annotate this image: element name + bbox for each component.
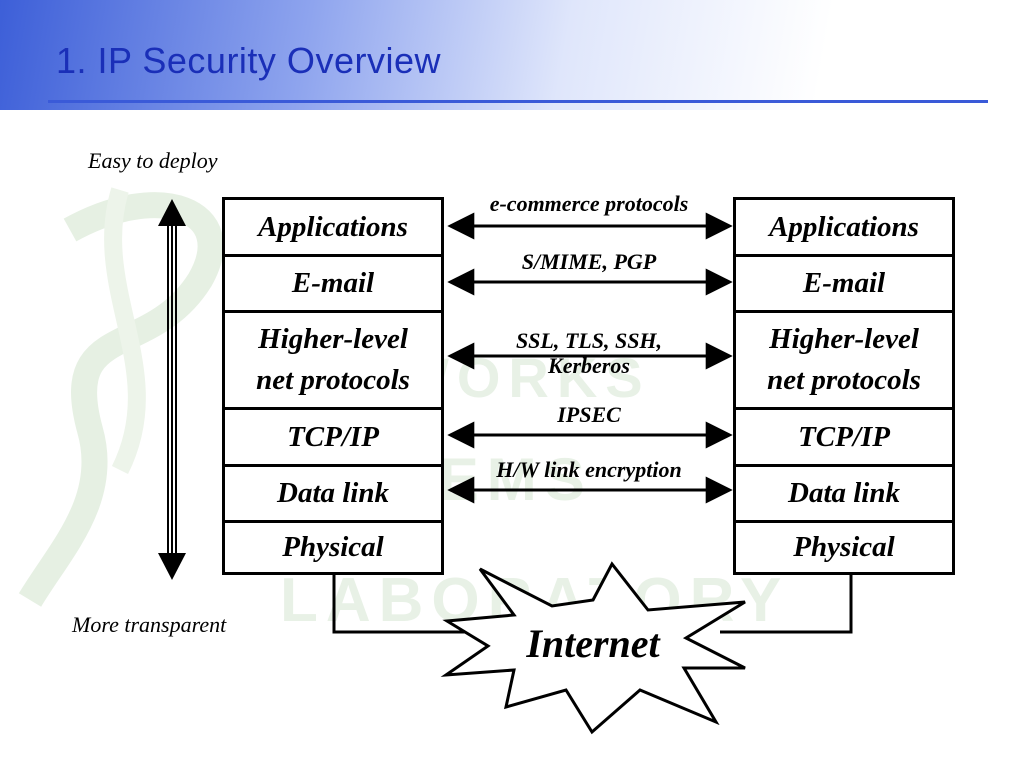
stack-layer-email: E-mail	[736, 257, 952, 313]
stack-layer-tcpip: TCP/IP	[736, 410, 952, 467]
right-internet-connector	[720, 575, 853, 634]
protocol-label-hw-link: H/W link encryption	[496, 457, 682, 482]
stack-layer-higher-level: Higher-level net protocols	[225, 313, 441, 410]
stack-layer-applications: Applications	[225, 200, 441, 257]
protocol-label-smime-pgp: S/MIME, PGP	[521, 249, 657, 274]
left-internet-connector	[332, 575, 472, 634]
stack-layer-data-link: Data link	[225, 467, 441, 523]
stack-layer-applications: Applications	[736, 200, 952, 257]
more-transparent-label: More transparent	[72, 612, 227, 637]
right-protocol-stack: Applications E-mail Higher-level net pro…	[733, 197, 955, 575]
stack-layer-data-link: Data link	[736, 467, 952, 523]
internet-label: Internet	[526, 621, 660, 666]
left-protocol-stack: Applications E-mail Higher-level net pro…	[222, 197, 444, 575]
stack-layer-physical: Physical	[282, 531, 384, 564]
slide-title: 1. IP Security Overview	[56, 40, 441, 81]
protocol-label-ecommerce: e-commerce protocols	[489, 191, 689, 216]
watermark-logo-icon	[18, 187, 224, 607]
internet-starburst-icon	[440, 561, 746, 735]
stack-layer-email: E-mail	[225, 257, 441, 313]
stack-layer-physical: Physical	[793, 531, 895, 564]
title-underline	[48, 100, 988, 103]
stack-layer-tcpip: TCP/IP	[225, 410, 441, 467]
deploy-transparency-axis-arrow	[158, 199, 186, 580]
easy-to-deploy-label: Easy to deploy	[88, 148, 218, 173]
protocol-label-ipsec: IPSEC	[557, 402, 621, 427]
stack-layer-higher-level: Higher-level net protocols	[736, 313, 952, 410]
protocol-label-ssl-tls-ssh: SSL, TLS, SSH, Kerberos	[515, 328, 663, 379]
header-background	[0, 0, 1024, 110]
